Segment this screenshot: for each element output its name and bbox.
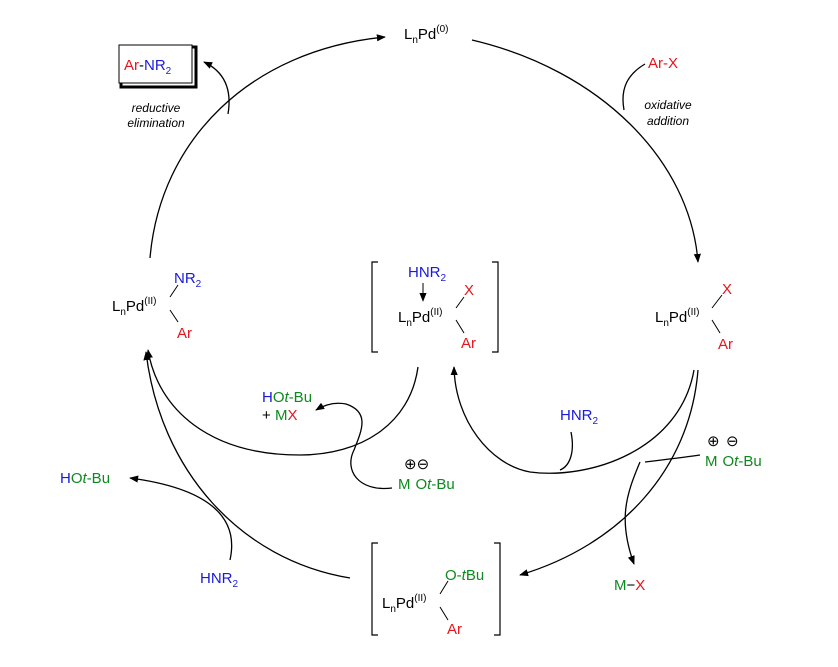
svg-text:addition: addition: [647, 114, 689, 128]
svg-text:Ar: Ar: [718, 336, 733, 353]
pd0-catalyst: LnPd(0): [404, 24, 449, 46]
svg-text:Ar: Ar: [177, 325, 192, 342]
arc-bottom-to-left: [143, 351, 351, 579]
mx-byproduct: M−X: [614, 577, 645, 594]
svg-text:LnPd(II): LnPd(II): [382, 593, 426, 615]
svg-text:LnPd(0): LnPd(0): [404, 24, 449, 46]
svg-text:HOt-Bu: HOt-Bu: [262, 389, 312, 406]
svg-text:MOt-Bu: MOt-Bu: [705, 453, 762, 470]
hotbu-left: HOt-Bu: [60, 470, 110, 487]
svg-text:elimination: elimination: [127, 116, 185, 130]
arrow-left-branch-to-hotbu: [129, 475, 233, 561]
oxidative-addition-complex: LnPd(II) X Ar: [655, 281, 733, 353]
svg-text:NR2: NR2: [174, 270, 202, 290]
svg-text:⊕: ⊕: [707, 433, 720, 450]
svg-text:HNR2: HNR2: [408, 264, 447, 284]
arrow-motbu-inner-to-hotbu: [315, 402, 393, 490]
hnr2-left: HNR2: [200, 570, 239, 590]
svg-text:LnPd(II): LnPd(II): [112, 296, 156, 318]
arrow-hnr2-inner-entry: [559, 431, 574, 471]
svg-text:LnPd(II): LnPd(II): [398, 307, 442, 329]
svg-text:Ar: Ar: [447, 621, 462, 638]
product-ar-nr2-box: Ar-NR2: [118, 44, 198, 89]
arc-pd0-to-oxidative-addition: [471, 39, 701, 263]
arc-right-to-center: [450, 366, 695, 474]
svg-text:Ar: Ar: [461, 335, 476, 352]
reductive-elimination-label: reductive elimination: [127, 101, 185, 130]
oxidative-addition-label: oxidative addition: [644, 98, 692, 128]
svg-text:O-tBu: O-tBu: [445, 567, 484, 584]
svg-text:LnPd(II): LnPd(II): [655, 307, 699, 329]
arc-center-to-left: [145, 349, 419, 456]
svg-text:oxidative: oxidative: [644, 98, 692, 112]
svg-text:⊖: ⊖: [726, 433, 739, 450]
hotbu-mx-byproduct: HOt-Bu + MX: [262, 389, 312, 424]
svg-text:⊕⊖: ⊕⊖: [404, 456, 429, 473]
arrow-product-release: [203, 61, 230, 115]
arrow-to-mx-right: [624, 461, 641, 565]
arrow-arx-entry: [622, 63, 646, 111]
amine-coordinated-complex: HNR2 LnPd(II) X Ar: [371, 261, 499, 353]
svg-text:reductive: reductive: [132, 101, 181, 115]
svg-text:X: X: [464, 282, 474, 299]
svg-text:X: X: [722, 281, 732, 298]
hnr2-inner: HNR2: [560, 407, 599, 427]
ar-x-reagent: Ar-X: [648, 55, 678, 72]
svg-text:MOt-Bu: MOt-Bu: [398, 476, 455, 493]
arc-reductive-elimination-to-pd0: [149, 34, 386, 259]
arrow-motbu-right-entry: [644, 454, 701, 463]
svg-text:+ MX: + MX: [262, 407, 297, 424]
arc-right-to-bottom: [519, 369, 699, 577]
alkoxide-complex: LnPd(II) O-tBu Ar: [371, 542, 501, 638]
amido-complex: LnPd(II) NR2 Ar: [112, 270, 202, 342]
svg-text:Ar-NR2: Ar-NR2: [124, 57, 172, 77]
